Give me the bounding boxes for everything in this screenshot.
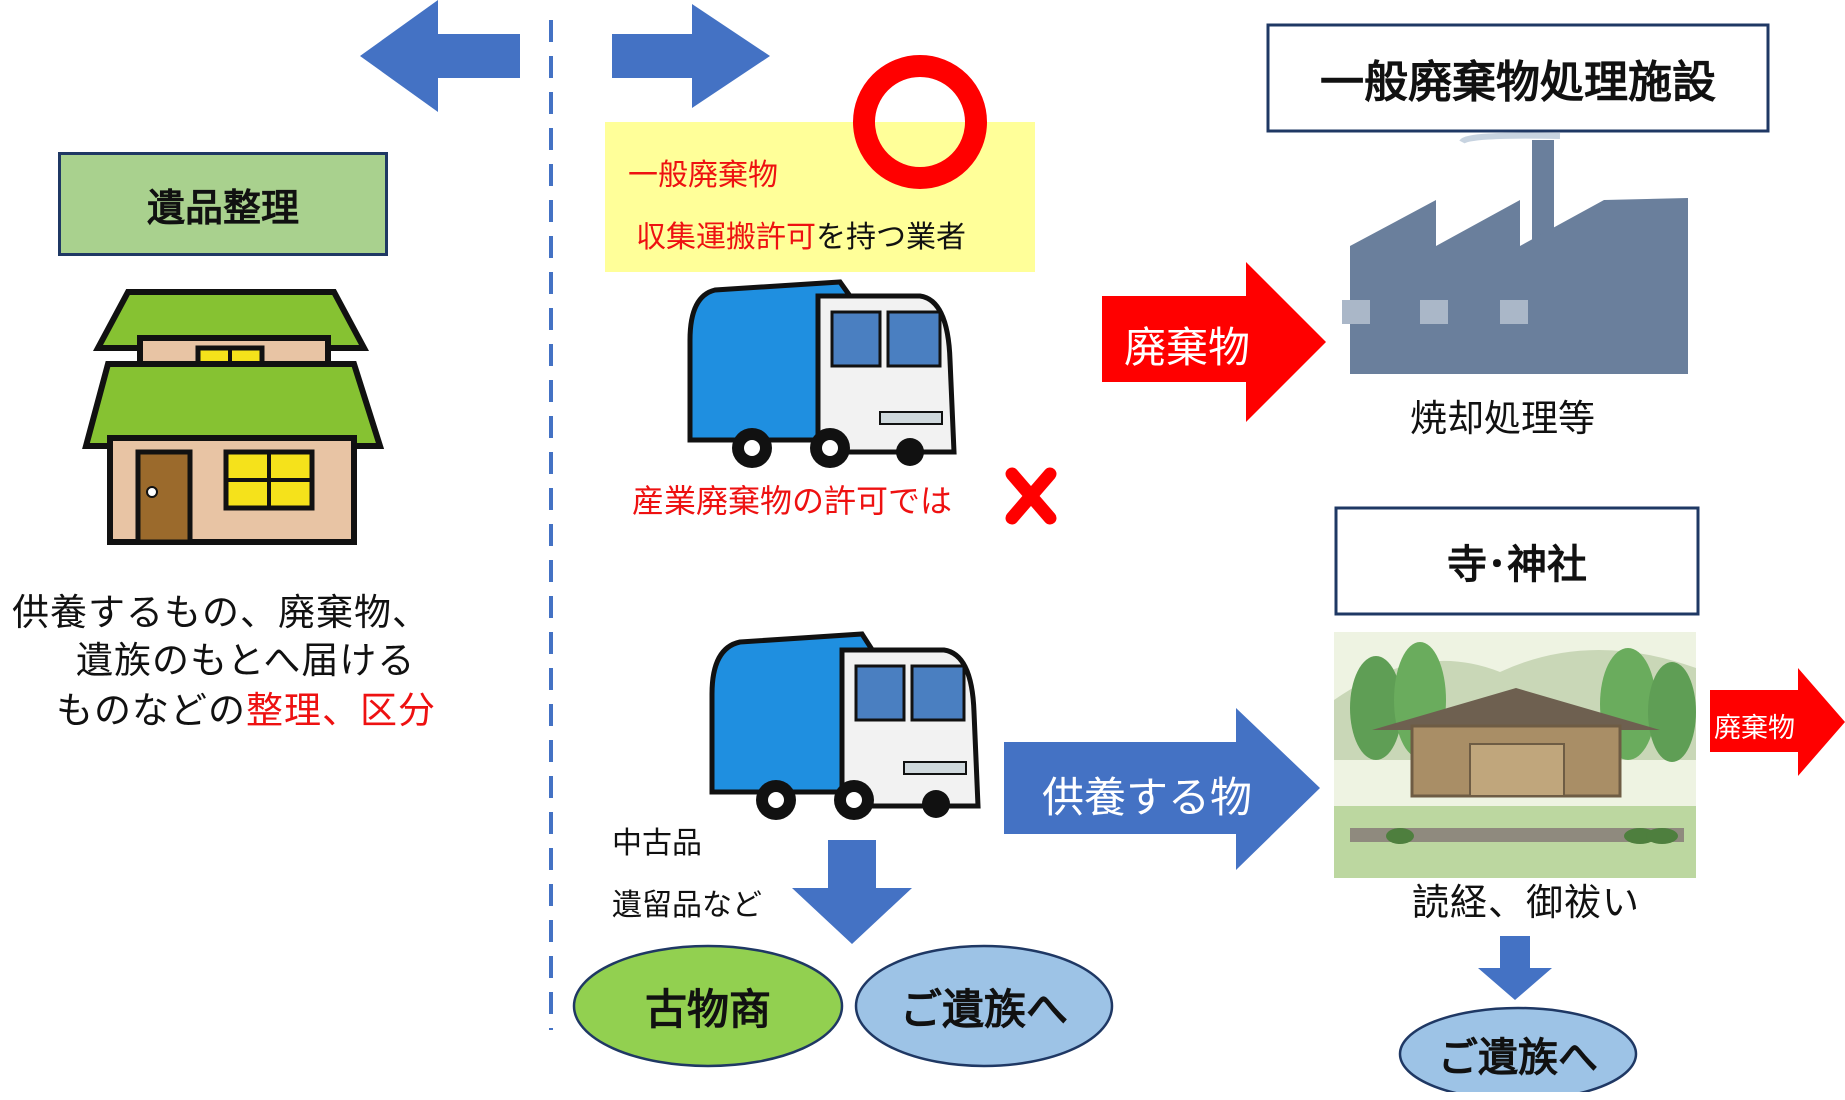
family-oval-center [854, 944, 1114, 1068]
temple-waste-arrow-label: 廃棄物 [1714, 713, 1795, 744]
facility-title: 一般廃棄物処理施設 [1320, 57, 1716, 108]
family-label-right: ご遺族へ [1438, 1035, 1598, 1081]
right-arrow [612, 4, 770, 108]
left-caption-line1: 供養するもの、廃棄物、 [12, 591, 430, 634]
waste-arrow-label: 廃棄物 [1124, 323, 1251, 372]
family-oval-right [1398, 1006, 1638, 1092]
permit-line2: 収集運搬許可を持つ業者 [636, 212, 966, 256]
temple-title-box [1334, 506, 1700, 616]
offering-arrow-label: 供養する物 [1042, 773, 1253, 822]
permit-line1: 一般廃棄物 [628, 158, 778, 193]
ok-circle-icon [853, 55, 987, 189]
left-caption-line3-plain: ものなどの [56, 689, 246, 732]
waste-arrow-red [1102, 262, 1326, 422]
left-arrow [360, 0, 520, 112]
temple-waste-arrow-red [1710, 668, 1845, 776]
left-caption-highlight: 整理、区分 [246, 689, 436, 732]
temple-shrine-icon [1334, 632, 1696, 878]
ng-permit-text: 産業廃棄物の許可では [632, 482, 953, 520]
temple-title: 寺･神社 [1447, 542, 1587, 588]
facility-caption: 焼却処理等 [1410, 397, 1595, 440]
family-label-center: ご遺族へ [899, 984, 1068, 1034]
left-caption-line2: 遺族のもとへ届ける [76, 639, 416, 682]
title-estate-cleanup: 遺品整理 [58, 152, 388, 256]
factory-icon [1342, 132, 1688, 374]
garbage-truck-icon-2 [709, 631, 981, 820]
left-caption-line3: ものなどの整理、区分 [56, 680, 436, 734]
garbage-truck-icon [687, 279, 957, 468]
ng-cross-icon [1005, 467, 1057, 525]
house-icon [82, 289, 385, 545]
permit-line2-black: を持つ業者 [816, 220, 966, 255]
antique-dealer-oval [572, 944, 844, 1068]
down-arrow-center [792, 840, 912, 944]
antique-dealer-label: 古物商 [644, 984, 771, 1034]
offering-arrow-blue [1004, 708, 1320, 870]
permit-line2-red: 収集運搬許可 [636, 220, 816, 255]
secondhand-line2: 遺留品など [612, 888, 762, 923]
down-arrow-right [1478, 936, 1552, 1000]
facility-title-box [1266, 23, 1770, 133]
temple-caption: 読経、御祓い [1412, 881, 1640, 924]
secondhand-line1: 中古品 [612, 826, 702, 861]
